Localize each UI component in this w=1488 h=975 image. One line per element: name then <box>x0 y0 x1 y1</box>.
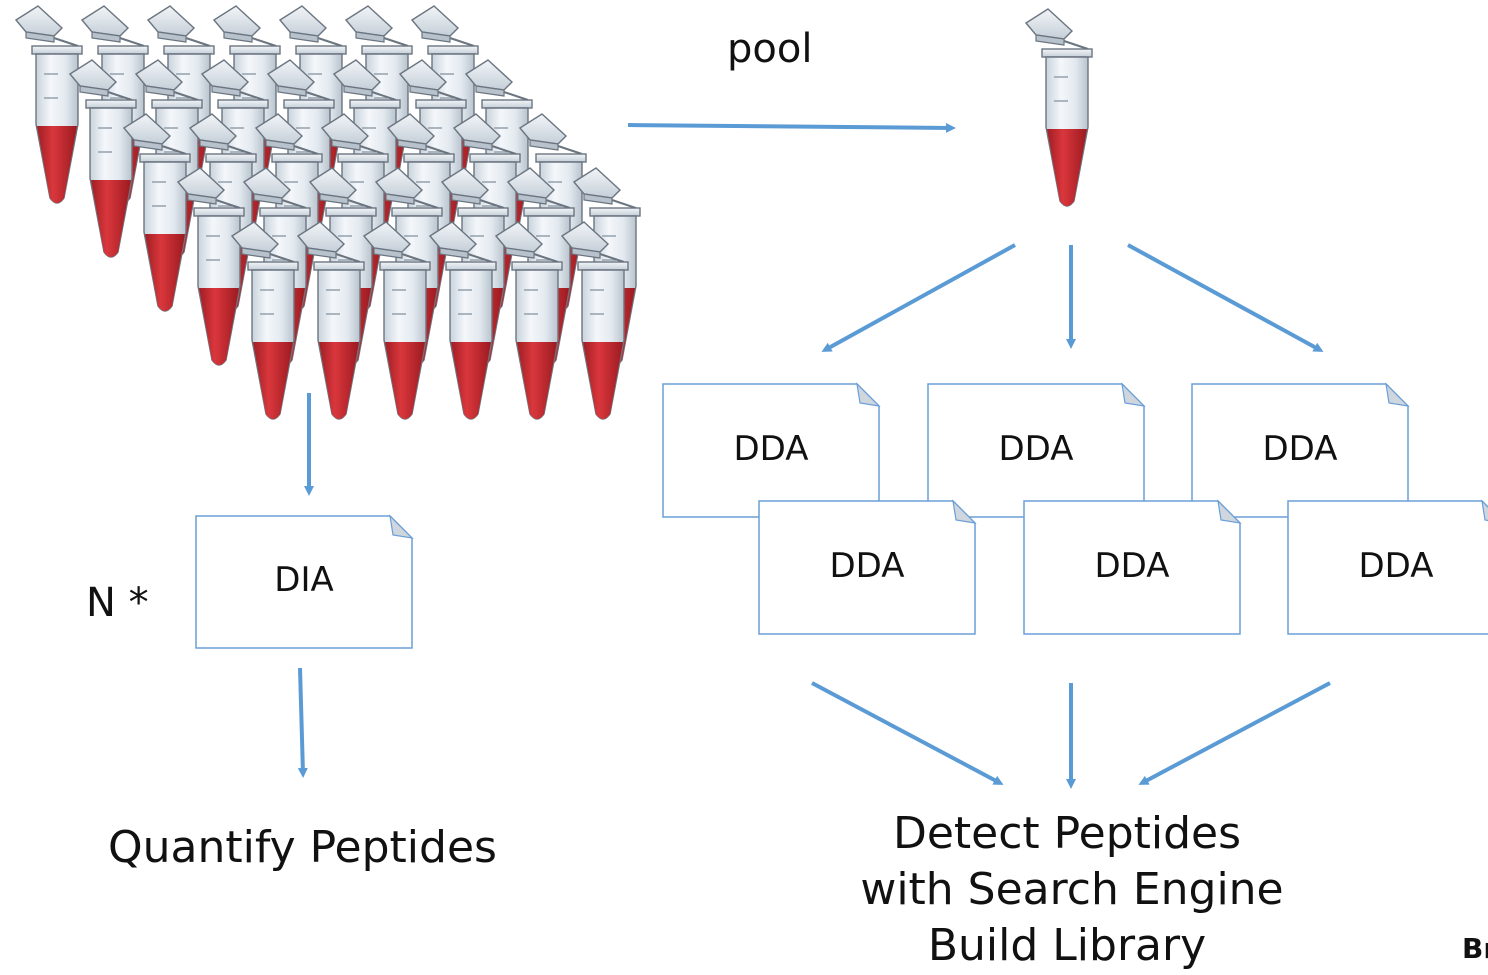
arrow-pool-left <box>821 243 1016 352</box>
dda-document <box>927 382 1146 518</box>
arrow-dda-right <box>1138 681 1331 785</box>
dda-document <box>1023 499 1242 635</box>
n-times-label: N * <box>86 580 149 626</box>
dda-document-label: DDA <box>1358 545 1434 586</box>
document-group <box>195 382 1488 649</box>
dda-document-label: DDA <box>1094 545 1170 586</box>
detect-peptides-label-line1: Detect Peptides <box>892 808 1242 859</box>
dda-document-label: DDA <box>1262 428 1338 469</box>
tube-icon <box>15 5 83 204</box>
arrow-dda-left <box>811 681 1004 785</box>
dda-document <box>1191 382 1410 518</box>
dia-document <box>195 514 414 649</box>
arrows <box>297 122 1331 789</box>
dda-document-label: DDA <box>998 428 1074 469</box>
quantify-peptides-label: Quantify Peptides <box>108 822 497 873</box>
dda-document <box>662 382 881 518</box>
pooled-tube-icon <box>1025 8 1093 207</box>
corner-fragment-label: Br <box>1462 932 1488 965</box>
dda-document-label: DDA <box>829 545 905 586</box>
arrow-pool-right <box>1127 243 1324 352</box>
dia-document-label: DIA <box>274 560 334 600</box>
arrow-to-quantify <box>297 667 308 778</box>
detect-peptides-label-line2: with Search Engine <box>860 864 1284 915</box>
dda-document <box>758 499 977 635</box>
detect-peptides-label-line3: Build Library <box>927 920 1207 971</box>
dda-document <box>1287 499 1488 635</box>
sample-tubes-group <box>15 5 641 420</box>
pool-label: pool <box>727 26 813 72</box>
arrow-pool <box>627 122 956 133</box>
dda-document-label: DDA <box>733 428 809 469</box>
